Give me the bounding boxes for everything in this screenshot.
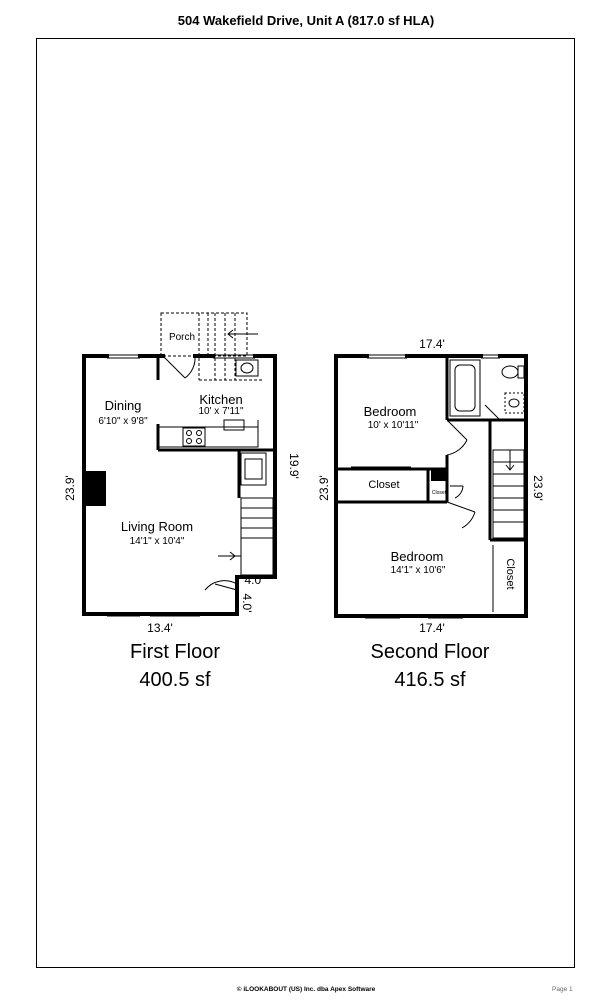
porch-arrow-icon [227,329,258,339]
second-floor-doors [351,404,501,612]
dining-label: Dining [105,398,142,413]
closet-small-label: Closet [432,490,447,496]
second-floor-interior-walls [336,356,526,542]
bedroom-2-label: Bedroom [391,549,444,564]
first-floor-right-dimension: 19.9' [287,453,301,479]
page-title: 504 Wakefield Drive, Unit A (817.0 sf HL… [177,13,435,28]
kitchen-size: 10' x 7'11" [199,406,244,417]
second-floor-area: 416.5 sf [394,669,466,691]
first-floor-windows [107,354,255,617]
first-floor-step-dimension: 4.0' [245,573,264,587]
porch-outline [160,312,262,381]
first-floor-stairs [218,497,274,576]
first-floor-bottom-dimension: 13.4' [147,621,173,635]
closet-2-label: Closet [504,558,516,589]
dining-size: 6'10" x 9'8" [98,416,148,427]
bedroom-2-size: 14'1" x 10'6" [391,565,446,576]
first-floor-walls [82,354,277,616]
page-number: Page 1 [552,986,573,993]
refrigerator [240,452,267,486]
closet-1-label: Closet [368,479,399,491]
first-floor-title: First Floor [130,641,220,663]
second-floor-walls [334,354,528,618]
first-floor-step-vertical-dimension: 4.0' [240,594,254,613]
kitchen-counter [157,359,259,448]
chimney-block [431,469,447,481]
second-floor-bottom-dimension: 17.4' [419,621,445,635]
second-floor-top-dimension: 17.4' [419,337,445,351]
second-floor-stairs [492,449,525,539]
first-floor-plan [82,312,277,617]
first-floor-left-dimension: 23.9' [63,475,77,501]
bedroom-1-size: 10' x 10'11" [368,420,419,431]
first-floor-area: 400.5 sf [139,669,211,691]
second-floor-title: Second Floor [371,641,490,663]
living-room-label: Living Room [121,519,193,534]
drawing-frame [36,38,575,968]
living-room-size: 14'1" x 10'4" [130,536,185,547]
second-floor-left-dimension: 23.9' [317,475,331,501]
kitchen-label: Kitchen [199,392,242,407]
first-floor-doors [162,355,238,591]
footer-credit: © iLOOKABOUT (US) Inc. dba Apex Software [236,986,376,993]
fireplace [86,471,106,506]
second-floor-right-dimension: 23.9' [531,475,545,501]
bedroom-1-label: Bedroom [364,404,417,419]
bathroom-fixtures [449,359,525,417]
second-floor-plan [334,354,528,619]
second-floor-windows [365,354,500,619]
porch-label: Porch [169,332,195,343]
